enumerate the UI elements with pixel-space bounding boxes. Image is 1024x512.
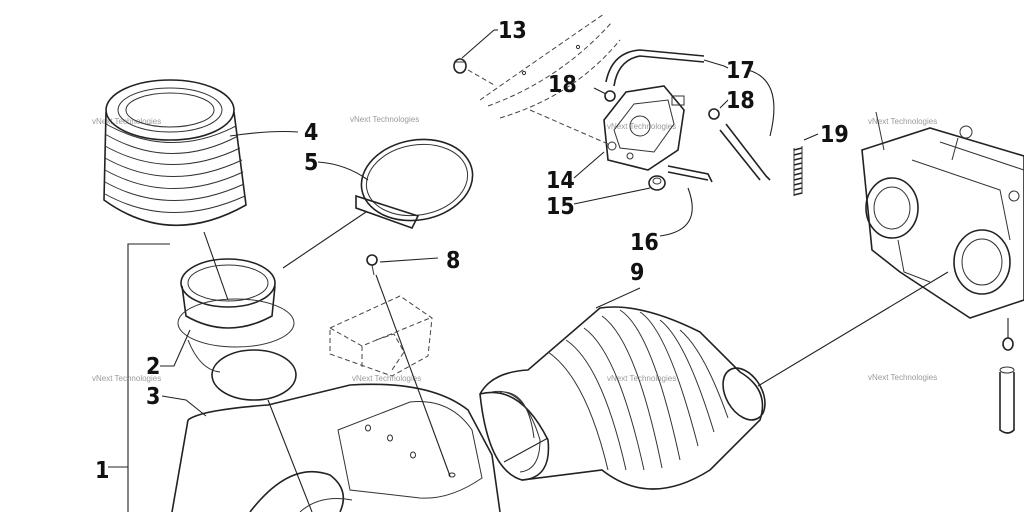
intake-adapter [177,258,297,401]
callout-18: 18 [548,72,577,98]
callout-1: 1 [95,458,109,484]
spring [793,146,803,196]
callout-19: 19 [820,122,849,148]
watermark: vNext Technologies [92,374,161,383]
air-intake-duct [479,271,949,490]
clamp [282,138,474,269]
watermark: vNext Technologies [868,373,937,382]
airbox [171,383,501,512]
callout-17: 17 [726,58,755,84]
watermarks: vNext Technologies vNext Technologies vN… [92,115,937,383]
callout-leaders [108,29,819,512]
watermark: vNext Technologies [607,122,676,131]
screw-13 [453,29,497,87]
fuel-lines [605,49,775,237]
watermark: vNext Technologies [868,117,937,126]
callout-9: 9 [630,260,644,286]
callout-labels: 1 2 3 4 5 8 9 13 14 15 16 17 18 18 19 [95,18,849,484]
callout-5: 5 [304,150,318,176]
fuel-pump [529,85,685,179]
callout-8: 8 [446,248,460,274]
watermark: vNext Technologies [352,374,421,383]
fitting [573,175,666,205]
hose-clips [593,87,729,120]
callout-3: 3 [146,384,160,410]
screw-and-bracket [329,254,451,477]
watermark: vNext Technologies [92,117,161,126]
watermark: vNext Technologies [607,374,676,383]
callout-13: 13 [498,18,527,44]
watermark: vNext Technologies [350,115,419,124]
intake-boot-bellows [103,79,247,301]
carburetor-assembly [861,111,1024,434]
body-panel-outline [479,13,621,119]
callout-14: 14 [546,168,575,194]
callout-16: 16 [630,230,659,256]
callout-18: 18 [726,88,755,114]
callout-15: 15 [546,194,575,220]
callout-4: 4 [304,120,318,146]
callout-2: 2 [146,354,160,380]
